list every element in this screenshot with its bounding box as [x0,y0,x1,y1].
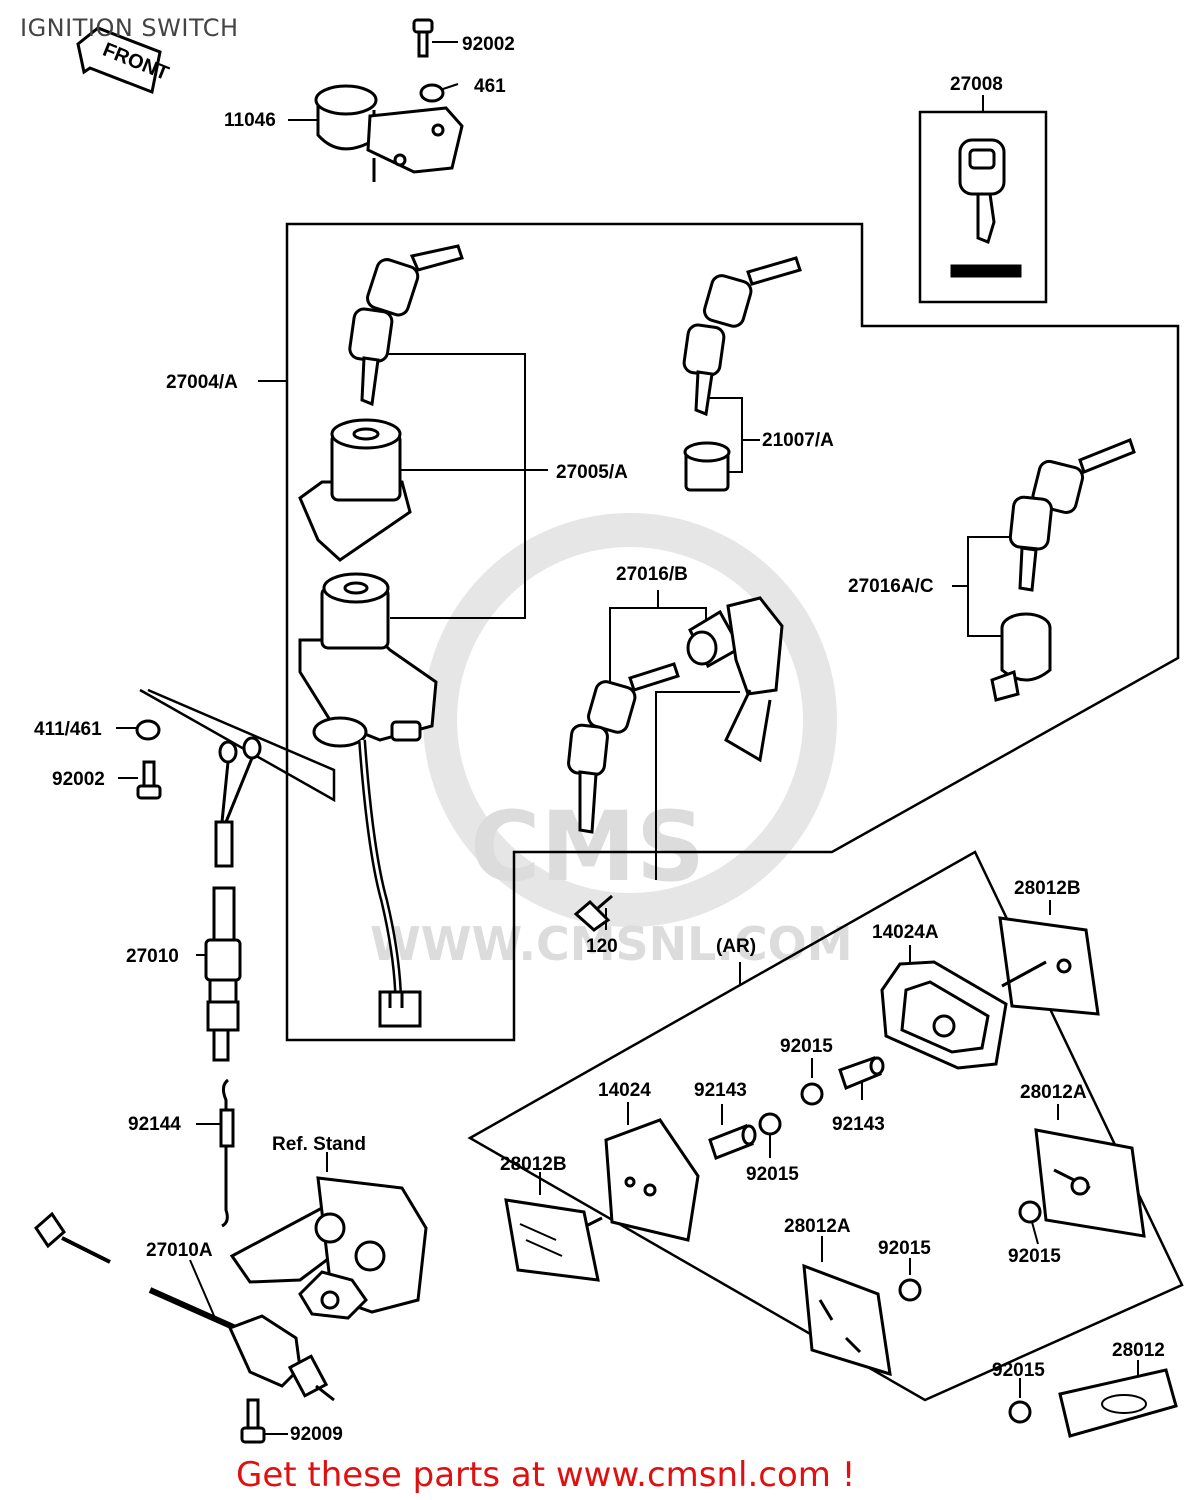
watermark: CMS WWW.CMSNL.COM [370,513,853,971]
key-set-outline [285,222,1180,1042]
cover-11046-icon [314,84,464,182]
spacer-92143-b-icon [838,1056,885,1090]
nut-92015-c-icon [898,1278,922,1302]
footer-link[interactable]: Get these parts at www.cmsnl.com ! [236,1455,856,1495]
label-27004a[interactable]: 27004/A [166,372,238,393]
parts-drawings [34,18,1178,1444]
bolt-92002-top-icon [412,18,434,58]
label-27010a[interactable]: 27010A [146,1240,213,1261]
reflector-28012a-mid-icon [802,1263,892,1377]
label-92143-b[interactable]: 92143 [832,1114,885,1135]
label-92015-c[interactable]: 92015 [878,1238,931,1259]
side-stand-ref-icon [229,1176,428,1320]
label-92002-mid[interactable]: 92002 [52,769,105,790]
label-92144[interactable]: 92144 [128,1114,181,1135]
front-arrow-icon: FRONT [76,26,172,95]
label-27008[interactable]: 27008 [950,74,1003,95]
label-27016b[interactable]: 27016/B [616,564,688,585]
label-28012b-left[interactable]: 28012B [500,1154,567,1175]
label-ref-stand[interactable]: Ref. Stand [272,1134,366,1155]
label-92015-d[interactable]: 92015 [1008,1246,1061,1267]
label-120[interactable]: 120 [586,936,618,957]
label-411-461[interactable]: 411/461 [34,719,102,740]
part-labels: 92002 461 11046 27008 27004/A 27005/A 21… [34,34,1165,1445]
reflector-28012-icon [1058,1368,1178,1438]
label-461[interactable]: 461 [474,76,506,97]
label-11046[interactable]: 11046 [224,110,276,131]
bracket-leader [139,688,336,803]
label-92143-a[interactable]: 92143 [694,1080,747,1101]
reflector-set-outline [467,850,1184,1402]
label-27016ac[interactable]: 27016A/C [848,576,934,597]
label-28012a-mid[interactable]: 28012A [784,1216,851,1237]
bracket-14024a-icon [880,960,1008,1070]
ignition-cylinder-27005-icon [298,418,412,562]
label-14024a[interactable]: 14024A [872,922,939,943]
nut-92015-a-icon [800,1082,824,1106]
nut-92015-d-icon [1018,1200,1042,1224]
watermark-url: WWW.CMSNL.COM [370,917,853,971]
key-pair-27016b-icon [567,596,784,834]
ignition-switch-body-icon [298,572,438,748]
nut-92015-e-icon [1008,1400,1032,1424]
label-92015-e[interactable]: 92015 [992,1360,1045,1381]
spacer-92143-a-icon [708,1124,757,1160]
ignition-cable-icon [358,739,422,1028]
label-28012[interactable]: 28012 [1112,1340,1165,1361]
label-27005a[interactable]: 27005/A [556,462,628,483]
label-28012b-top[interactable]: 28012B [1014,878,1081,899]
label-21007a[interactable]: 21007/A [762,430,834,451]
label-92002-top[interactable]: 92002 [462,34,515,55]
page-title: IGNITION SWITCH [20,14,239,42]
reflector-28012b-top-icon [998,916,1100,1016]
spring-92144-icon [219,1078,235,1228]
label-14024[interactable]: 14024 [598,1080,651,1101]
washer-411-461-icon [135,719,161,741]
group-outlines [139,110,1184,1402]
switch-27010a-icon [34,1211,335,1402]
screw-120-icon [573,894,613,932]
key-pair-27004-icon [348,244,464,407]
key-pair-21007-icon [682,256,802,492]
reflector-28012b-left-icon [504,1198,603,1282]
nut-92015-b-icon [758,1112,782,1136]
label-92015-b[interactable]: 92015 [746,1164,799,1185]
switch-27010-icon [204,736,262,1062]
label-27010[interactable]: 27010 [126,946,179,967]
label-92015-a[interactable]: 92015 [780,1036,833,1057]
reflector-28012a-right-icon [1034,1128,1146,1238]
bolt-92002-mid-icon [136,760,162,800]
label-92009[interactable]: 92009 [290,1424,343,1445]
key-27008-icon [950,138,1022,278]
bracket-14024-icon [604,1118,700,1242]
label-ar[interactable]: (AR) [716,936,756,957]
label-28012a-right[interactable]: 28012A [1020,1082,1087,1103]
bolt-92009-icon [240,1398,266,1444]
key-pair-27016ac-icon [990,438,1136,702]
washer-461-icon [419,83,445,103]
